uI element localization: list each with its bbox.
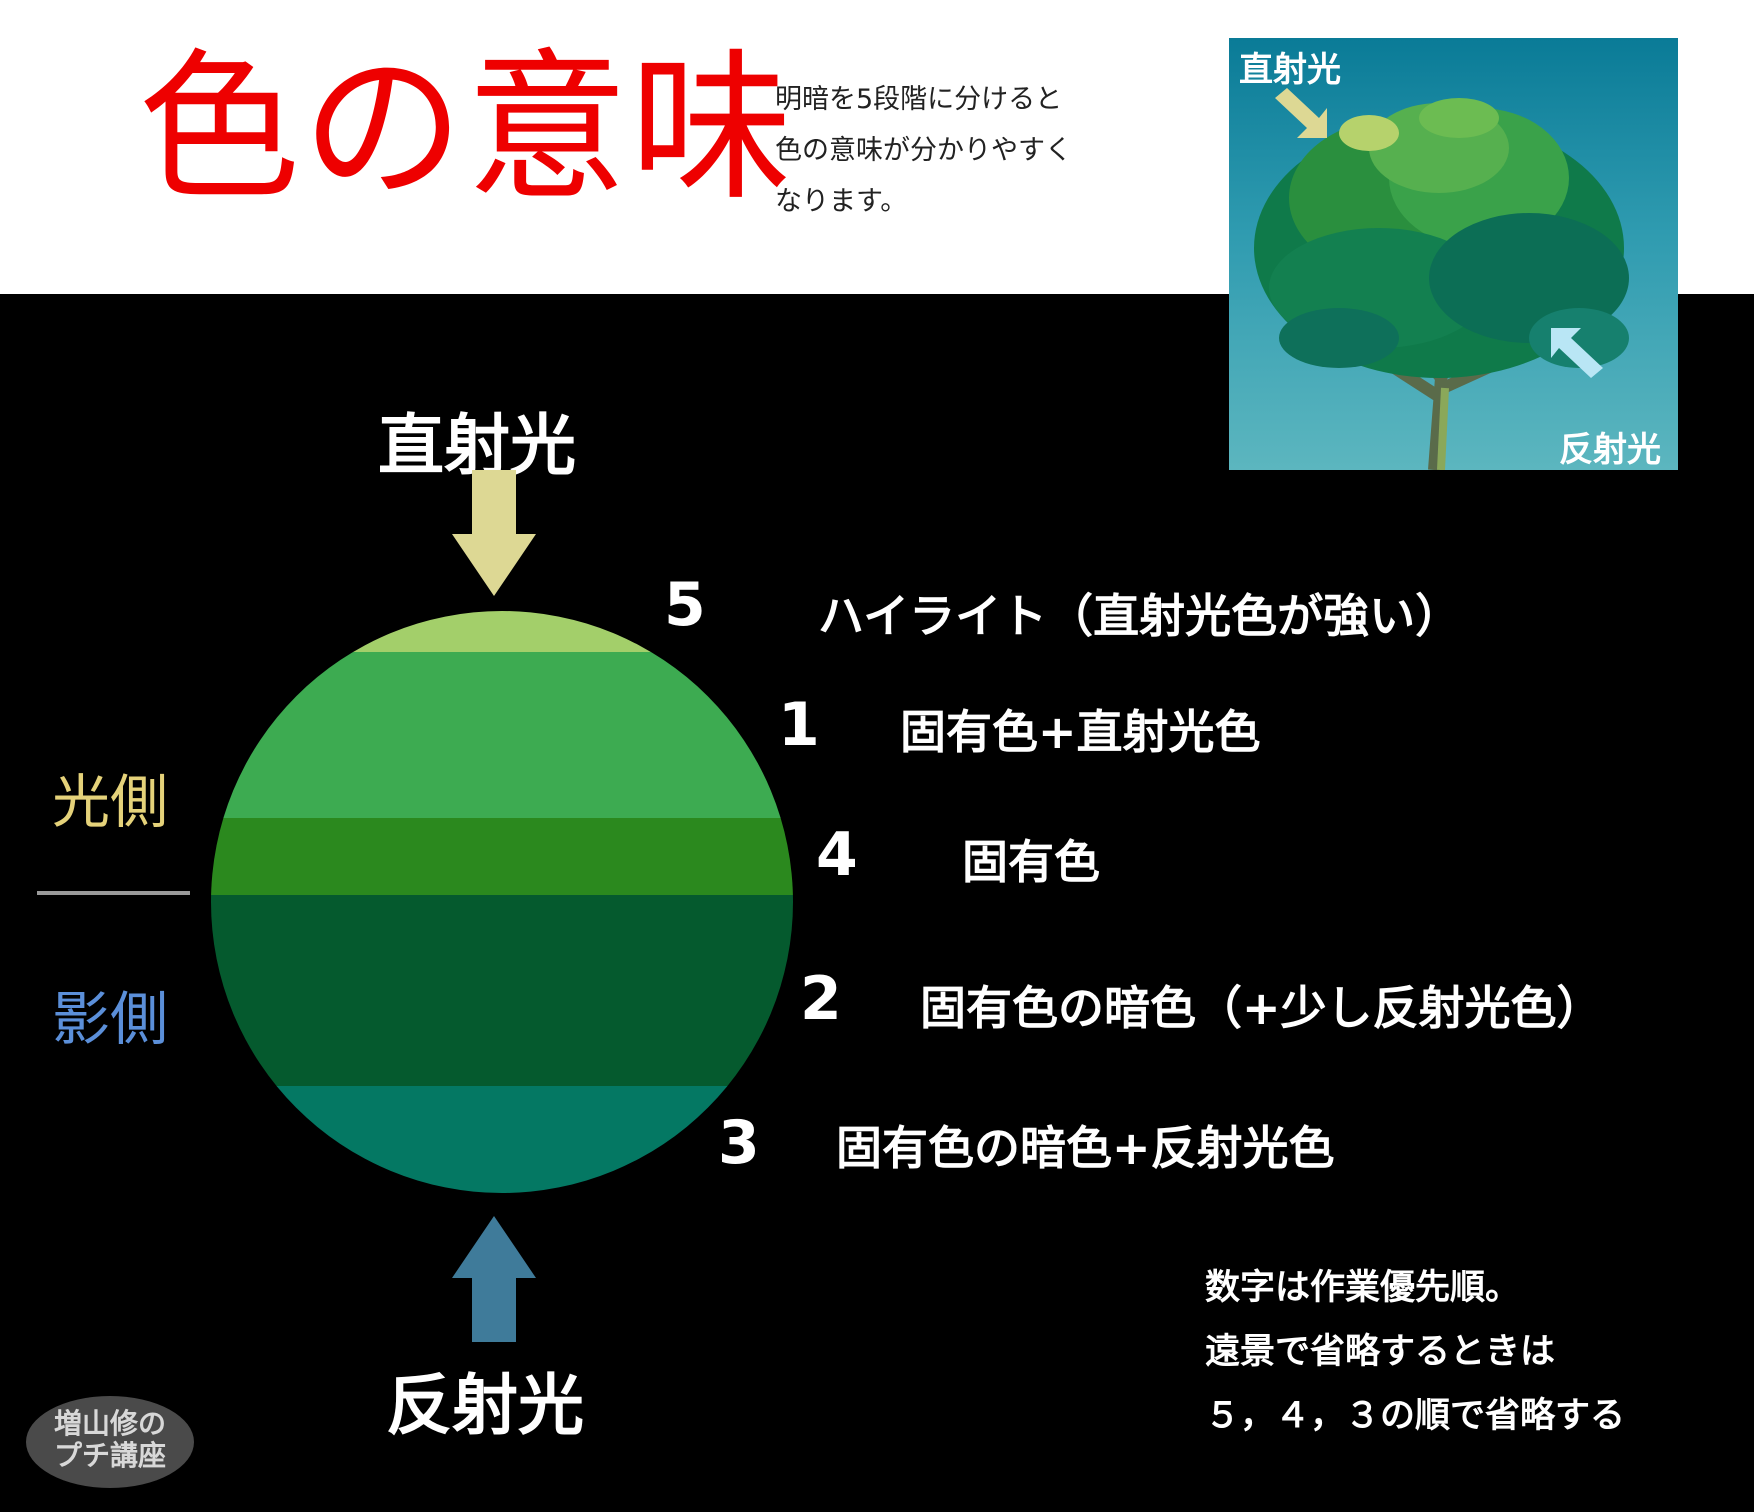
note-line: 数字は作業優先順。	[1205, 1267, 1521, 1308]
page-title: 色の意味	[138, 35, 794, 223]
step-number: 2	[800, 964, 842, 1034]
shadow-side-label: 影側	[52, 985, 169, 1053]
step-number: 3	[718, 1108, 760, 1178]
badge-line: 増山修の	[53, 1407, 166, 1440]
note-line: ５，４，３の順で省略する	[1205, 1395, 1626, 1436]
tree-label-direct: 直射光	[1239, 50, 1341, 90]
direct-light-arrow-icon	[452, 470, 536, 596]
step-number: 4	[816, 820, 858, 890]
reflect-light-arrow-icon	[452, 1216, 536, 1342]
step-description: 固有色+直射光色	[900, 705, 1261, 759]
band-local-dark	[211, 895, 793, 1086]
intro-line: 明暗を5段階に分けると	[775, 84, 1063, 115]
intro-line: 色の意味が分かりやすく	[775, 135, 1072, 166]
band-local	[211, 818, 793, 895]
step-description: ハイライト（直射光色が強い）	[818, 589, 1462, 643]
note-line: 遠景で省略するときは	[1205, 1331, 1556, 1372]
step-description: 固有色の暗色+反射光色	[836, 1121, 1335, 1175]
intro-line: なります。	[775, 186, 908, 217]
light-side-label: 光側	[52, 768, 169, 836]
tree-reflect-arrow-icon	[1551, 328, 1603, 378]
tree-label-reflect: 反射光	[1559, 430, 1661, 470]
side-divider	[37, 891, 190, 895]
step-description: 固有色の暗色（+少し反射光色）	[920, 981, 1603, 1035]
band-local-plus-direct	[211, 652, 793, 818]
tree-direct-arrow-icon	[1275, 88, 1327, 138]
band-highlight	[211, 611, 793, 652]
tree-drawing	[1254, 88, 1629, 470]
intro-text: 明暗を5段階に分けると 色の意味が分かりやすく なります。	[775, 74, 1135, 227]
author-badge: 増山修の プチ講座	[26, 1396, 194, 1488]
note-text: 数字は作業優先順。 遠景で省略するときは ５，４，３の順で省略する	[1205, 1256, 1625, 1448]
badge-line: プチ講座	[53, 1439, 166, 1472]
step-number: 1	[778, 690, 820, 760]
reflect-light-label: 反射光	[386, 1367, 584, 1444]
tree-foliage	[1254, 98, 1629, 378]
step-description: 固有色	[962, 835, 1100, 889]
tree-illustration: 直射光 反射光	[1229, 38, 1678, 470]
tree-trunk-light	[1437, 387, 1449, 470]
step-number: 5	[664, 570, 706, 640]
